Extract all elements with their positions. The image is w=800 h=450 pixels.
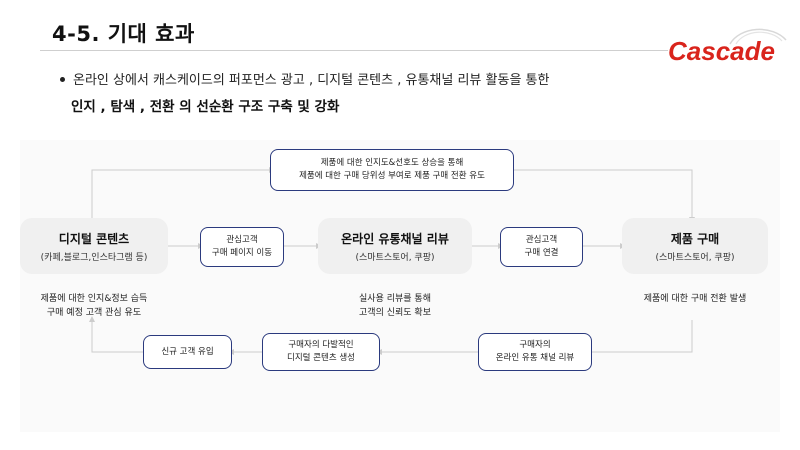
cascade-logo: Cascade [668, 28, 787, 66]
node-purchase: 제품 구매 (스마트스토어, 쿠팡) [622, 218, 768, 274]
step-buyer-review-line1: 구매자의 [519, 340, 551, 350]
caption-digital-content: 제품에 대한 인지&정보 습득 구매 예정 고객 관심 유도 [14, 292, 174, 320]
node-digital-content: 디지털 콘텐츠 (카페,블로그,인스타그램 등) [20, 218, 168, 274]
top-goal-line1: 제품에 대한 인지도&선호도 상승을 통해 [320, 158, 464, 168]
step-buyer-content: 구매자의 다발적인 디지털 콘텐츠 생성 [262, 333, 380, 371]
connector-top-left [91, 169, 270, 218]
step-purchase-link-line2: 구매 연결 [524, 248, 559, 258]
node-digital-content-sub: (카페,블로그,인스타그램 등) [40, 252, 148, 263]
step-buyer-review-line2: 온라인 유통 채널 리뷰 [495, 353, 575, 363]
caption-purchase-line1: 제품에 대한 구매 전환 발생 [643, 294, 747, 304]
node-digital-content-title: 디지털 콘텐츠 [58, 231, 130, 246]
step-visit-page-line2: 구매 페이지 이동 [211, 248, 273, 258]
page-title: 4-5. 기대 효과 [52, 22, 195, 46]
logo-swoosh-arc [729, 28, 787, 45]
step-buyer-review: 구매자의 온라인 유통 채널 리뷰 [478, 333, 592, 371]
connector-bottom-right [592, 320, 693, 353]
step-new-customers: 신규 고객 유입 [143, 335, 232, 369]
step-purchase-link: 관심고객 구매 연결 [500, 227, 583, 267]
caption-channel-review: 실사용 리뷰를 통해 고객의 신뢰도 확보 [315, 292, 475, 320]
caption-purchase: 제품에 대한 구매 전환 발생 [612, 292, 778, 306]
bullet-dot [60, 77, 65, 82]
step-purchase-link-line1: 관심고객 [525, 235, 558, 245]
caption-channel-review-line2: 고객의 신뢰도 확보 [359, 308, 431, 318]
connector-top-right [514, 169, 693, 218]
logo-text: Cascade [668, 36, 775, 66]
caption-digital-content-line1: 제품에 대한 인지&정보 습득 [40, 294, 148, 304]
caption-digital-content-line2: 구매 예정 고객 관심 유도 [46, 308, 142, 318]
step-visit-page: 관심고객 구매 페이지 이동 [200, 227, 284, 267]
connector-bottom-end [91, 320, 143, 353]
node-channel-review: 온라인 유통채널 리뷰 (스마트스토어, 쿠팡) [318, 218, 472, 274]
summary-bullet-text: 온라인 상에서 캐스케이드의 퍼포먼스 광고 , 디지털 콘텐츠 , 유통채널 … [73, 73, 550, 88]
caption-channel-review-line1: 실사용 리뷰를 통해 [359, 294, 431, 304]
top-goal-line2: 제품에 대한 구매 당위성 부여로 제품 구매 전환 유도 [299, 171, 485, 181]
title-divider [40, 50, 668, 51]
node-purchase-title: 제품 구매 [670, 231, 720, 246]
summary-bullet: 온라인 상에서 캐스케이드의 퍼포먼스 광고 , 디지털 콘텐츠 , 유통채널 … [60, 69, 549, 88]
arrowhead-bottom-end [89, 316, 95, 322]
step-buyer-content-line1: 구매자의 다발적인 [288, 340, 354, 350]
node-channel-review-title: 온라인 유통채널 리뷰 [341, 231, 449, 246]
logo-swoosh-arc [735, 31, 783, 45]
summary-emphasis: 인지 , 탐색 , 전환 의 선순환 구조 구축 및 강화 [71, 99, 340, 115]
node-purchase-sub: (스마트스토어, 쿠팡) [655, 252, 735, 263]
top-goal-box: 제품에 대한 인지도&선호도 상승을 통해 제품에 대한 구매 당위성 부여로 … [270, 149, 514, 191]
step-visit-page-line1: 관심고객 [226, 235, 258, 245]
node-channel-review-sub: (스마트스토어, 쿠팡) [355, 252, 435, 263]
step-new-customers-line1: 신규 고객 유입 [161, 346, 214, 357]
step-buyer-content-line2: 디지털 콘텐츠 생성 [287, 353, 355, 363]
